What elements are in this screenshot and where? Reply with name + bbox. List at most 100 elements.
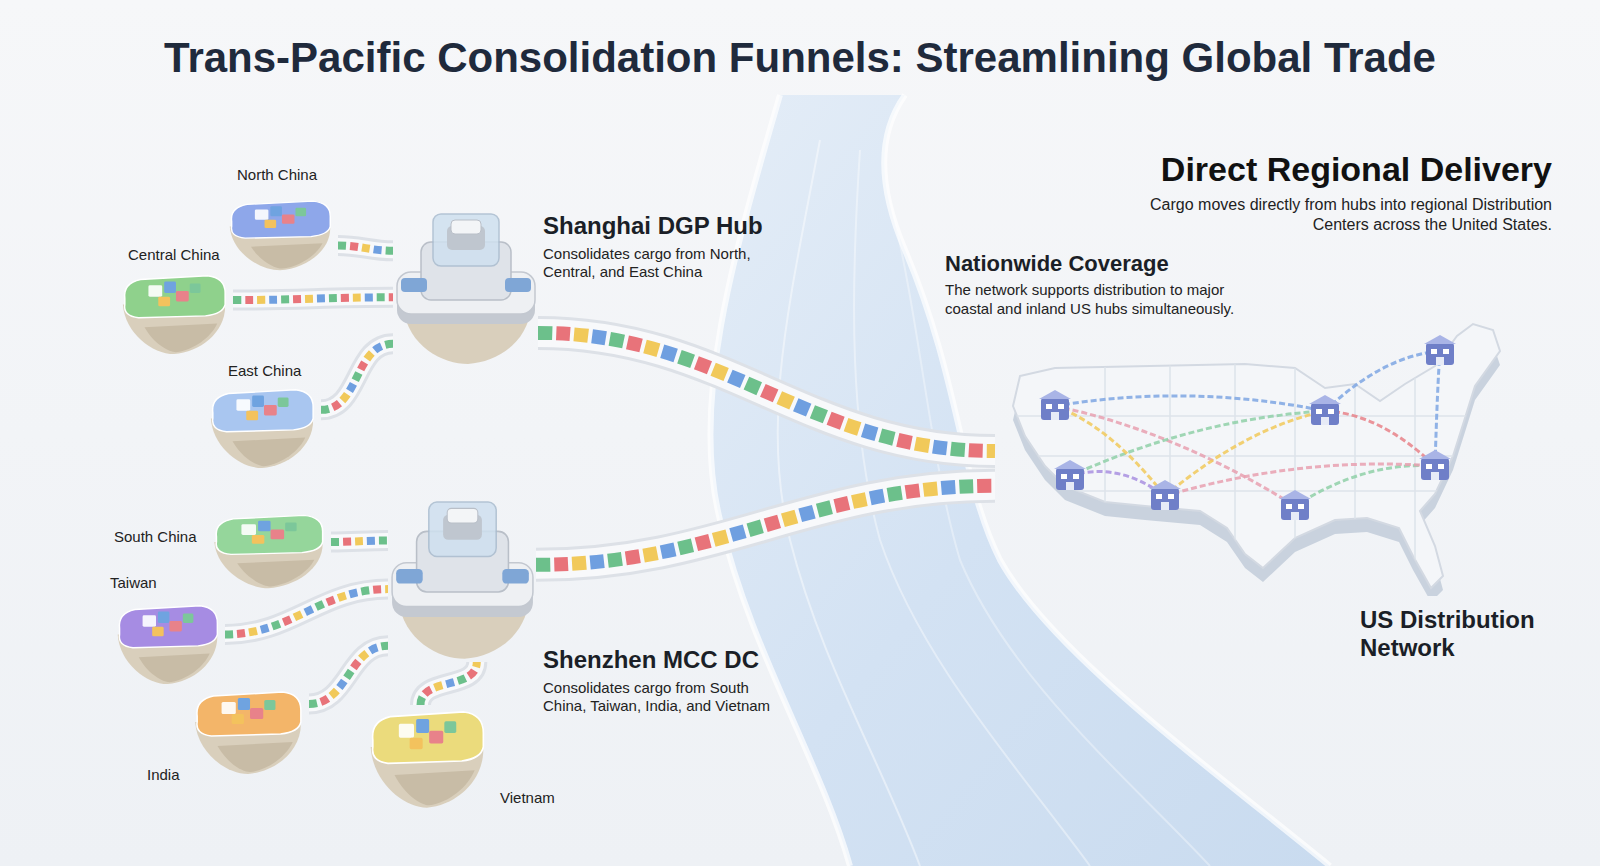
text-block: Taiwan (110, 574, 157, 591)
hub-glass (433, 214, 499, 266)
distribution-center (1419, 450, 1451, 480)
diagram-title: Trans-Pacific Consolidation Funnels: Str… (0, 34, 1600, 82)
belt-layer (538, 333, 995, 451)
cargo-box (158, 611, 170, 622)
cargo-box (429, 731, 443, 744)
cargo-box (295, 208, 306, 216)
cargo-box (250, 708, 263, 719)
heading-text: Shenzhen MCC DC (543, 646, 795, 674)
belt-layer (421, 662, 477, 705)
cargo-box (255, 210, 269, 220)
hub-port (505, 278, 531, 292)
belt-layer (233, 297, 393, 300)
belt-layer (321, 344, 393, 410)
belt-layer (538, 333, 995, 451)
belt-layer (536, 486, 995, 565)
belt-layer (421, 662, 477, 705)
belt-layer (321, 344, 393, 410)
island-top (125, 276, 226, 318)
cargo-box (143, 615, 156, 626)
belt-layer (538, 333, 995, 451)
text-block: Central China (128, 246, 220, 263)
conveyor-belt (331, 541, 388, 543)
belt-layer (225, 589, 388, 634)
belt-layer (225, 589, 388, 634)
cargo-box (236, 399, 250, 410)
conveyor-belt (536, 486, 995, 565)
island-rock-shade (233, 438, 306, 467)
region-label: Vietnam (500, 789, 555, 806)
belt-layer (536, 486, 995, 565)
cargo-box (164, 281, 176, 292)
us-route (1325, 351, 1440, 411)
text-block: India (147, 766, 180, 783)
distribution-center (1424, 335, 1456, 365)
island-rock-shade (395, 770, 475, 805)
island-top (231, 201, 330, 238)
region-label: North China (237, 166, 317, 183)
island-top (373, 712, 484, 763)
belt-layer (421, 662, 477, 705)
belt-layer (536, 486, 995, 565)
belt-layer (331, 541, 388, 543)
callout-block: Nationwide CoverageThe network supports … (945, 251, 1275, 319)
island-top (119, 606, 217, 648)
belt-layer (331, 541, 388, 543)
text-block: Shanghai DGP HubConsolidates cargo from … (543, 212, 783, 281)
cargo-box (252, 535, 265, 544)
hub-art (393, 212, 538, 367)
belt-layer (309, 646, 388, 704)
region-island: Vietnam (362, 705, 492, 810)
text-block: North China (237, 166, 317, 183)
belt-layer (338, 245, 393, 250)
belt-layer (233, 297, 393, 300)
conveyor-belt (321, 344, 393, 410)
belt-layer (309, 646, 388, 704)
island-art (362, 705, 492, 810)
belt-layer (538, 333, 995, 451)
island-art (110, 600, 225, 686)
cargo-box (285, 522, 296, 531)
text-block: South China (114, 528, 197, 545)
cargo-box (410, 738, 423, 750)
text-block: Vietnam (500, 789, 555, 806)
us-route (1055, 406, 1165, 496)
island-art (206, 510, 331, 590)
belt-layer (338, 245, 393, 250)
distribution-center (1149, 480, 1181, 510)
belt-layer (225, 589, 388, 634)
cargo-box (416, 719, 429, 733)
cargo-box (238, 698, 250, 710)
cargo-box (278, 397, 289, 407)
cargo-box (252, 395, 264, 406)
heading-text: Nationwide Coverage (945, 251, 1275, 277)
distribution-center (1039, 390, 1071, 420)
belt-layer (538, 333, 995, 451)
island-rock-shade (218, 742, 293, 772)
distribution-center (1309, 395, 1341, 425)
text-block: East China (228, 362, 301, 379)
cargo-box (222, 702, 236, 714)
island-art (115, 270, 233, 356)
belt-layer (225, 589, 388, 634)
belt-layer (421, 662, 477, 705)
belt-layer (536, 486, 995, 565)
island-top (197, 692, 301, 736)
cargo-box (169, 621, 181, 632)
callout-block: Direct Regional DeliveryCargo moves dire… (1130, 150, 1552, 235)
belt-layer (331, 541, 388, 543)
cargo-box (444, 721, 456, 733)
belt-layer (338, 245, 393, 250)
hub-node: Shenzhen MCC DCConsolidates cargo from S… (388, 500, 536, 662)
us-route (1165, 411, 1325, 496)
belt-layer (331, 541, 388, 543)
conveyor-belt (309, 646, 388, 704)
body-text: The network supports distribution to maj… (945, 281, 1275, 319)
belt-layer (233, 297, 393, 300)
cargo-box (264, 405, 277, 416)
cargo-box (258, 521, 271, 532)
text-block: Shenzhen MCC DCConsolidates cargo from S… (543, 646, 795, 715)
state-lines (995, 346, 1540, 566)
belt-layer (309, 646, 388, 704)
region-island: Central China (115, 270, 233, 356)
